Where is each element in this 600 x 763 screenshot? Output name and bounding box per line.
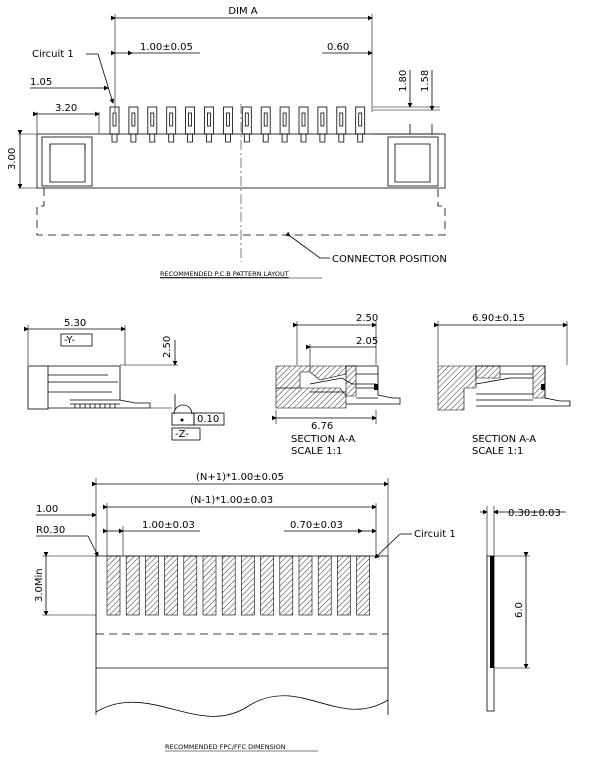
pcb-pin xyxy=(355,106,366,143)
pcb-pin xyxy=(128,106,139,143)
pcb-pin xyxy=(336,106,347,143)
edge-offset-label: 1.05 xyxy=(30,77,52,88)
pcb-pin xyxy=(185,106,196,143)
fpc-contact xyxy=(298,555,313,616)
pcb-pin xyxy=(298,106,309,143)
fpc-contact xyxy=(145,555,159,616)
section2-top-label: 6.90±0.15 xyxy=(472,313,525,324)
pcb-pin xyxy=(109,106,120,143)
pcb-pin xyxy=(260,106,271,143)
pad-len2-label: 1.58 xyxy=(420,70,431,92)
fpc-contact xyxy=(241,555,255,616)
fpc-contact xyxy=(337,555,351,616)
datum-y: -Y- xyxy=(64,335,75,346)
fpc-contact xyxy=(317,555,332,616)
fpc-circuit-label: Circuit 1 xyxy=(414,529,456,540)
width-label: 5.30 xyxy=(64,318,86,329)
section2-title: SECTION A-A xyxy=(472,434,536,445)
fpc-edge-label: 1.00 xyxy=(36,504,58,515)
section1-title: SECTION A-A xyxy=(291,434,355,445)
pad-width-label: 0.60 xyxy=(327,42,349,53)
section-1-view: 2.50 2.05 6.76 SECTION A-A SCALE 1:1 xyxy=(272,313,401,457)
circuit-1-label: Circuit 1 xyxy=(32,49,74,60)
fpc-contact xyxy=(164,555,178,616)
solder-ticks xyxy=(74,404,116,408)
datum-z: -Z- xyxy=(175,429,189,440)
connector-position-label: CONNECTOR POSITION xyxy=(332,254,447,265)
section1-mid-label: 2.05 xyxy=(356,336,378,347)
fpc-min-label: 3.0Min xyxy=(34,568,45,602)
fpc-contact xyxy=(260,555,274,616)
pcb-pin xyxy=(147,106,158,143)
pcb-pin xyxy=(241,106,252,143)
fpc-contact xyxy=(356,555,370,616)
fpc-thickness-label: 0.30±0.03 xyxy=(508,508,561,519)
fpc-contact xyxy=(279,555,294,616)
dim-a-label: DIM A xyxy=(228,6,257,17)
fpc-total-label: (N+1)*1.00±0.05 xyxy=(196,472,284,483)
section-2-view: 6.90±0.15 SECTION A-A SCALE 1:1 xyxy=(434,313,571,457)
pcb-layout-view: DIM A 1.00±0.05 0.60 Circuit 1 1.05 1.80… xyxy=(7,6,447,279)
fpc-span-label: (N-1)*1.00±0.03 xyxy=(190,495,273,506)
section1-bottom-label: 6.76 xyxy=(311,421,333,432)
pcb-pin xyxy=(279,106,290,143)
fpc-caption: RECOMMENDED FPC/FFC DIMENSION xyxy=(165,743,286,751)
pcb-pin-array xyxy=(109,106,366,143)
tab-height-label: 3.00 xyxy=(7,148,18,170)
height-label: 2.50 xyxy=(162,336,173,358)
section1-scale: SCALE 1:1 xyxy=(291,446,342,457)
fpc-contact xyxy=(125,555,140,616)
fpc-length-label: 6.0 xyxy=(514,602,525,618)
pitch-label: 1.00±0.05 xyxy=(140,42,193,53)
tolerance-label: 0.10 xyxy=(197,414,219,425)
section2-scale: SCALE 1:1 xyxy=(472,446,523,457)
fpc-contact-label: 0.70±0.03 xyxy=(290,520,343,531)
pcb-pin xyxy=(166,106,177,143)
pcb-pin xyxy=(204,106,214,143)
fpc-contact xyxy=(221,555,236,616)
pcb-pin xyxy=(222,106,233,143)
section1-top-label: 2.50 xyxy=(356,313,378,324)
fpc-contact xyxy=(183,555,198,616)
pcb-caption: RECOMMENDED P.C.B PATTERN LAYOUT xyxy=(160,270,289,278)
pad-len-label: 1.80 xyxy=(398,70,409,92)
pcb-pin xyxy=(317,106,328,143)
tab-width-label: 3.20 xyxy=(55,103,77,114)
fpc-pitch-label: 1.00±0.03 xyxy=(142,520,195,531)
fpc-radius-label: R0.30 xyxy=(36,525,65,536)
fpc-contact xyxy=(106,555,121,616)
fpc-contact xyxy=(202,555,217,616)
fpc-view: (N+1)*1.00±0.05 (N-1)*1.00±0.03 1.00 1.0… xyxy=(34,472,566,752)
side-view: 5.30 -Y- 2.50 0.10 -Z- xyxy=(24,318,225,441)
fpc-contact-array xyxy=(106,555,370,616)
